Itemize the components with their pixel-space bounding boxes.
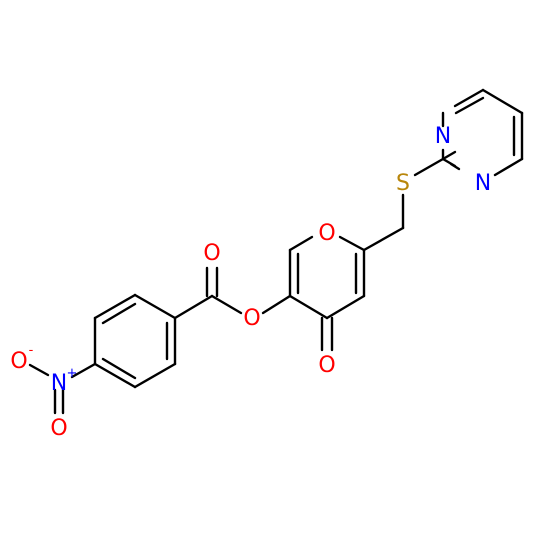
bond: [173, 294, 214, 320]
bond: [101, 357, 137, 380]
bond: [93, 293, 137, 320]
atom-label-layer: O O O O S N N N O O: [10, 124, 491, 441]
atom-o-nitro-minus: O: [10, 349, 27, 374]
bond: [481, 88, 524, 115]
charge-minus: -: [29, 343, 34, 358]
atom-n-pyr-top: N: [435, 124, 451, 149]
atom-s-thioether: S: [396, 171, 410, 196]
bond: [413, 157, 445, 177]
bond-layer: [28, 88, 524, 415]
atom-o-ring: O: [318, 221, 335, 246]
bond: [454, 96, 485, 115]
bond: [288, 294, 329, 320]
atom-o-nitro: O: [50, 416, 67, 441]
bond: [93, 362, 137, 389]
charge-layer: + -: [29, 343, 78, 381]
bond: [325, 294, 366, 320]
bond: [261, 294, 292, 315]
bond: [70, 362, 97, 379]
bond: [453, 88, 485, 108]
bond: [441, 150, 457, 161]
atom-n-pyr-bottom: N: [475, 171, 491, 196]
bond: [338, 235, 366, 252]
atom-o-ester-carbonyl: O: [203, 241, 220, 266]
bond: [101, 302, 137, 325]
bond: [493, 157, 524, 177]
bond: [28, 363, 50, 377]
charge-plus: +: [67, 366, 78, 381]
atom-o-ester: O: [243, 306, 260, 331]
bond: [133, 293, 177, 320]
atom-n-nitro: N: [51, 371, 67, 396]
bond: [210, 294, 243, 315]
bond: [133, 362, 177, 389]
bond: [288, 235, 314, 252]
atom-o-ketone: O: [318, 353, 335, 378]
bond: [449, 162, 461, 171]
bond: [362, 226, 405, 252]
